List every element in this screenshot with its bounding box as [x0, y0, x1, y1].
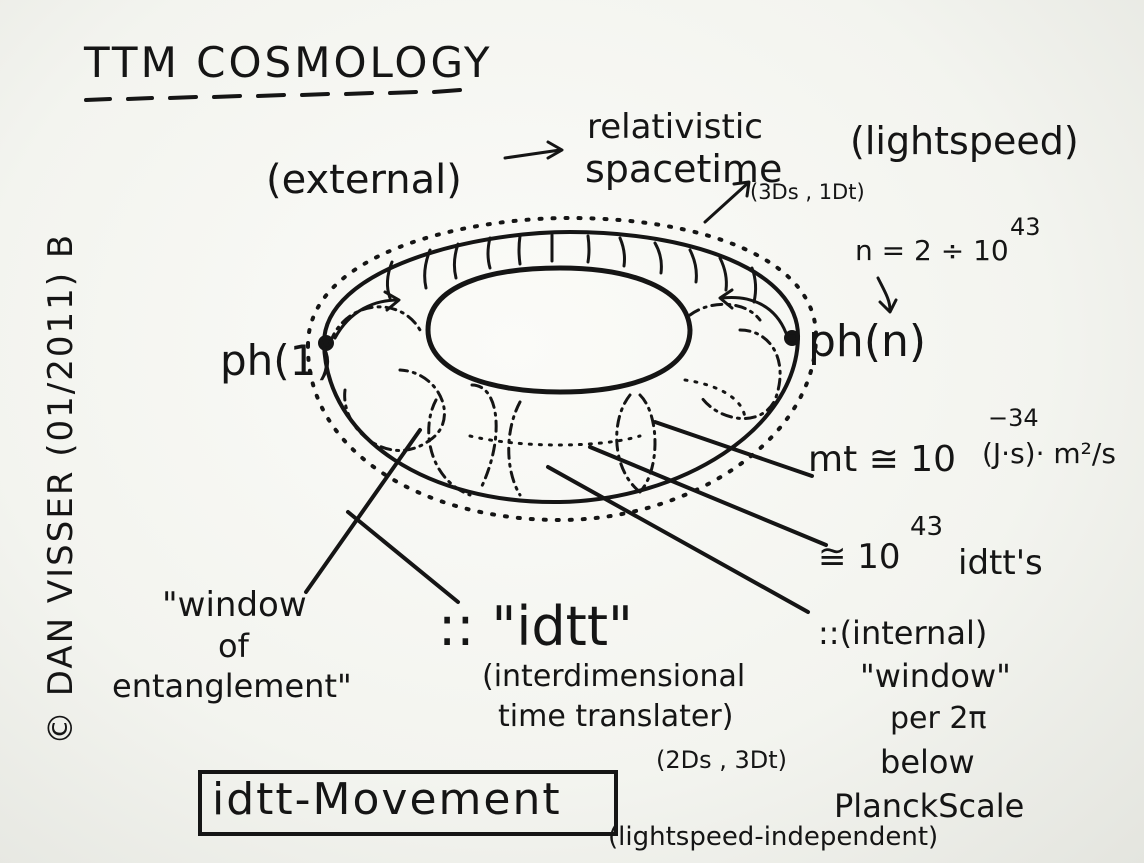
idtt-dims: (2Ds , 3Dt) — [656, 748, 787, 772]
n-equation: n = 2 ÷ 10 — [855, 237, 1009, 265]
spacetime-dims: (3Ds , 1Dt) — [750, 182, 865, 203]
lightspeed-independent-note: (lightspeed-independent) — [608, 824, 938, 850]
mt-value: mt ≅ 10 — [808, 442, 956, 478]
internal-label-3: per 2π — [890, 704, 987, 734]
title-underline — [86, 90, 460, 100]
relativistic-label: relativistic — [587, 110, 763, 144]
idtt-count-exponent: 43 — [910, 514, 943, 540]
leader-idtt — [348, 512, 458, 602]
internal-label-5: PlanckScale — [834, 790, 1024, 822]
internal-label-4: below — [880, 746, 975, 778]
mt-exponent: −34 — [988, 406, 1039, 430]
idtt-full-2: time translater) — [498, 702, 733, 732]
torus-outer — [324, 232, 798, 502]
inner-dotted-right — [685, 380, 745, 420]
idtt-movement-label: idtt-Movement — [212, 778, 562, 822]
idtt-count: ≅ 10 — [818, 540, 901, 574]
mt-units: (J·s)· m²/s — [982, 440, 1116, 468]
leader-internal — [548, 467, 808, 612]
window-label-2: of — [218, 630, 249, 662]
window-label-1: "window — [162, 588, 307, 622]
leader-mt — [655, 422, 812, 476]
idtt-full-1: (interdimensional — [482, 662, 745, 692]
torus-hole — [428, 268, 690, 392]
lightspeed-label: (lightspeed) — [850, 122, 1079, 160]
external-label: (external) — [266, 160, 462, 200]
idtt-count-unit: idtt's — [958, 546, 1043, 580]
copyright-note: © DAN VISSER (01/2011) B — [44, 233, 78, 745]
window-label-3: entanglement" — [112, 670, 352, 702]
meridian-circles — [330, 304, 780, 450]
phn-dot — [786, 332, 798, 344]
leader-window — [306, 430, 420, 592]
ph1-label: ph(1) — [220, 340, 333, 382]
page-title: TTM COSMOLOGY — [84, 42, 493, 84]
phn-label: ph(n) — [808, 320, 926, 364]
internal-label-1: ::(internal) — [818, 617, 987, 649]
internal-label-2: "window" — [860, 660, 1011, 692]
idtt-label: :: "idtt" — [438, 600, 633, 654]
n-exponent: 43 — [1010, 215, 1041, 239]
